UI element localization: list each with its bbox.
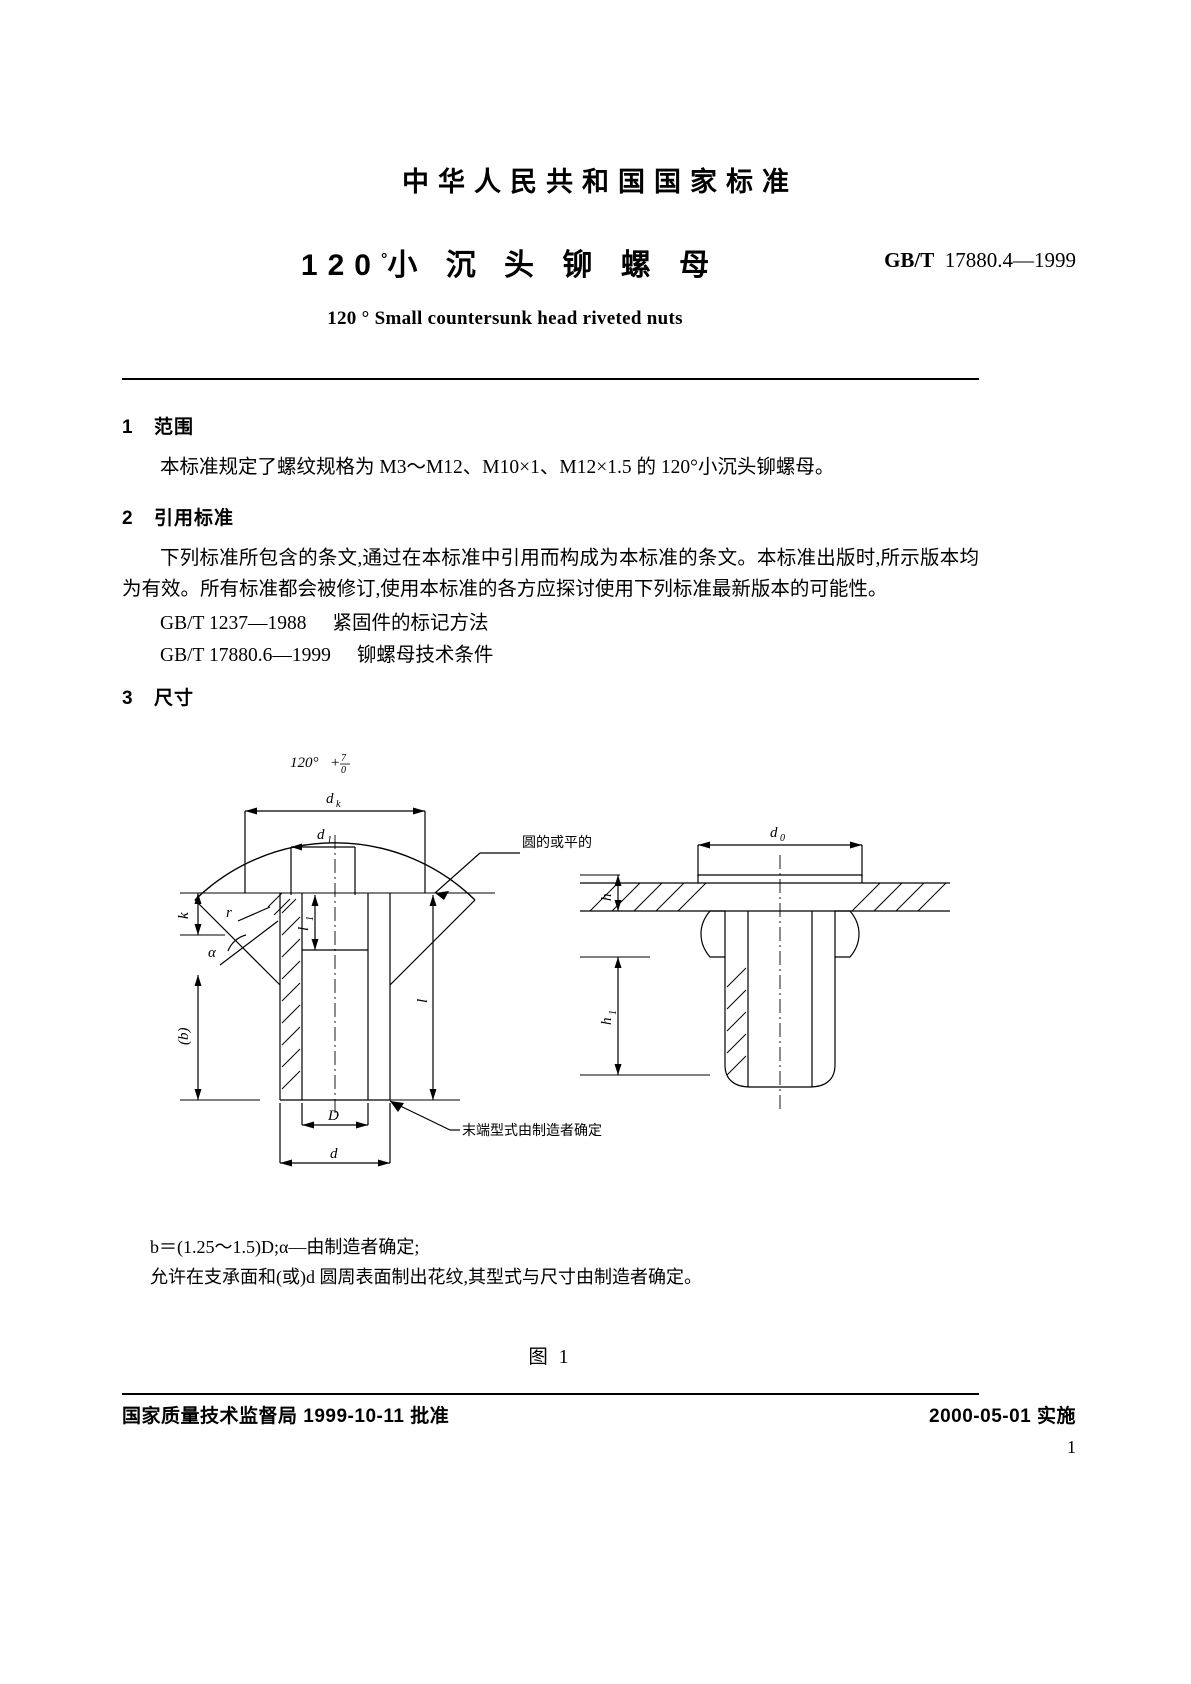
l1-arrow-bottom (311, 939, 319, 950)
section-1-number: 1 (122, 417, 134, 438)
section-2-title: 引用标准 (154, 508, 235, 529)
technical-drawing: 120° + 7 0 d k d 1 k r α (b) (150, 735, 1030, 1205)
label-l1-sub: 1 (305, 916, 316, 921)
section-3-number: 3 (122, 688, 134, 709)
label-r: r (226, 905, 232, 921)
d0-arrow-right (850, 841, 862, 849)
d-arrow-left (280, 1159, 292, 1167)
dk-arrow-left (245, 807, 257, 815)
title-text: 小 沉 头 铆 螺 母 (387, 249, 720, 282)
callout-round-or-flat: 圆的或平的 (522, 834, 592, 850)
dk-arrow-right (413, 807, 425, 815)
label-d0: d (770, 825, 778, 841)
label-dk: d (326, 791, 334, 807)
d1-arrow-left (291, 843, 302, 851)
upset-bulge-right (834, 910, 860, 958)
footer-divider (122, 1393, 979, 1395)
upset-bulge-left (700, 910, 726, 958)
l-arrow-top (429, 895, 437, 906)
reference-1-code: GB/T 1237—1988 (160, 613, 307, 634)
figure-notes: b＝(1.25～1.5)D;α—由制造者确定; 允许在支承面和(或)d 圆周表面… (150, 1232, 970, 1292)
section-1-paragraph: 本标准规定了螺纹规格为 M3～M12、M10×1、M12×1.5 的 120°小… (160, 457, 835, 478)
degree-symbol: ° (380, 251, 388, 268)
installed-body-bottom (724, 1064, 836, 1088)
cone-flank-left (194, 899, 281, 986)
reference-2-code: GB/T 17880.6—1999 (160, 645, 331, 666)
label-D: D (327, 1108, 339, 1124)
installed-hatch-left (726, 967, 747, 1076)
title-number: 120 (300, 249, 381, 282)
label-k: k (176, 912, 192, 919)
footer-approval: 国家质量技术监督局 1999-10-11 批准 (122, 1406, 450, 1427)
round-flat-leader-1 (434, 852, 481, 894)
D-arrow-right (356, 1121, 368, 1129)
footer-implementation: 2000-05-01 实施 (929, 1406, 1076, 1427)
figure-note-1: b＝(1.25～1.5)D;α—由制造者确定; (150, 1237, 420, 1257)
label-d1: d (317, 827, 325, 843)
section-3-title: 尺寸 (154, 688, 195, 709)
section-hatch-head (267, 892, 291, 916)
angle-tol-lower: 0 (341, 765, 346, 776)
label-d: d (330, 1146, 338, 1162)
k-arrow-bottom (194, 924, 202, 935)
standard-number-value: 17880.4—1999 (944, 248, 1076, 272)
reference-item-1: GB/T 1237—1988 紧固件的标记方法 (160, 606, 488, 635)
section-1-title: 范围 (154, 417, 195, 438)
panel-hatch (589, 882, 947, 912)
angle-tol-plus: + (330, 755, 340, 771)
b-arrow-bottom (194, 1089, 202, 1100)
label-dk-sub: k (336, 799, 341, 810)
section-2-heading: 2 引用标准 (122, 503, 234, 530)
d0-arrow-left (698, 841, 710, 849)
page-number: 1 (1067, 1437, 1076, 1457)
h1-arrow-bottom (614, 1064, 622, 1075)
round-flat-arrow (435, 891, 449, 900)
figure-note-2: 允许在支承面和(或)d 圆周表面制出花纹,其型式与尺寸由制造者确定。 (150, 1267, 702, 1287)
angle-tol-upper: 7 (341, 753, 347, 764)
h1-arrow-top (614, 957, 622, 968)
section-hatch-left (281, 898, 301, 1090)
l1-arrow-top (311, 895, 319, 906)
standard-number: GB/T 17880.4—1999 (884, 248, 1076, 273)
k-arrow-top (194, 893, 202, 904)
figure-svg: 120° + 7 0 d k d 1 k r α (b) (176, 753, 950, 1167)
english-title: 120 ° Small countersunk head riveted nut… (327, 308, 683, 329)
reference-1-title: 紧固件的标记方法 (332, 613, 489, 634)
h-arrow-bottom (614, 900, 622, 911)
label-l1: l (296, 927, 312, 931)
label-h: h (599, 894, 615, 902)
end-form-arrow (390, 1101, 404, 1112)
reference-2-title: 铆螺母技术条件 (356, 645, 494, 666)
label-h1: h (599, 1018, 615, 1026)
title-row: 120°小 沉 头 铆 螺 母 GB/T 17880.4—1999 (0, 240, 1191, 286)
alpha-arc (227, 934, 247, 952)
section-2-number: 2 (122, 508, 134, 529)
callout-end-form: 末端型式由制造者确定 (462, 1122, 602, 1138)
page-title: 120°小 沉 头 铆 螺 母 (0, 240, 1010, 284)
r-leader (237, 906, 271, 922)
label-h1-sub: 1 (608, 1010, 619, 1015)
d-arrow-right (378, 1159, 390, 1167)
b-arrow-top (194, 975, 202, 986)
figure-caption: 图 1 (528, 1347, 572, 1368)
reference-item-2: GB/T 17880.6—1999 铆螺母技术条件 (160, 638, 493, 667)
label-b: (b) (176, 1028, 192, 1046)
section-1-heading: 1 范围 (122, 412, 194, 439)
section-3-heading: 3 尺寸 (122, 683, 194, 710)
national-standard-heading: 中华人民共和国国家标准 (402, 167, 798, 197)
D-arrow-left (302, 1121, 314, 1129)
label-d0-sub: 0 (780, 833, 785, 844)
label-alpha: α (208, 945, 217, 961)
section-2-paragraph: 下列标准所包含的条文,通过在本标准中引用而构成为本标准的条文。本标准出版时,所示… (122, 548, 979, 600)
l-arrow-bottom (429, 1089, 437, 1100)
h-arrow-top (614, 875, 622, 886)
alpha-leader (219, 920, 279, 966)
label-l: l (415, 999, 431, 1003)
angle-label-value: 120° (290, 755, 319, 771)
label-d1-sub: 1 (327, 835, 332, 846)
header-divider (122, 378, 979, 380)
standard-number-prefix: GB/T (884, 248, 935, 272)
